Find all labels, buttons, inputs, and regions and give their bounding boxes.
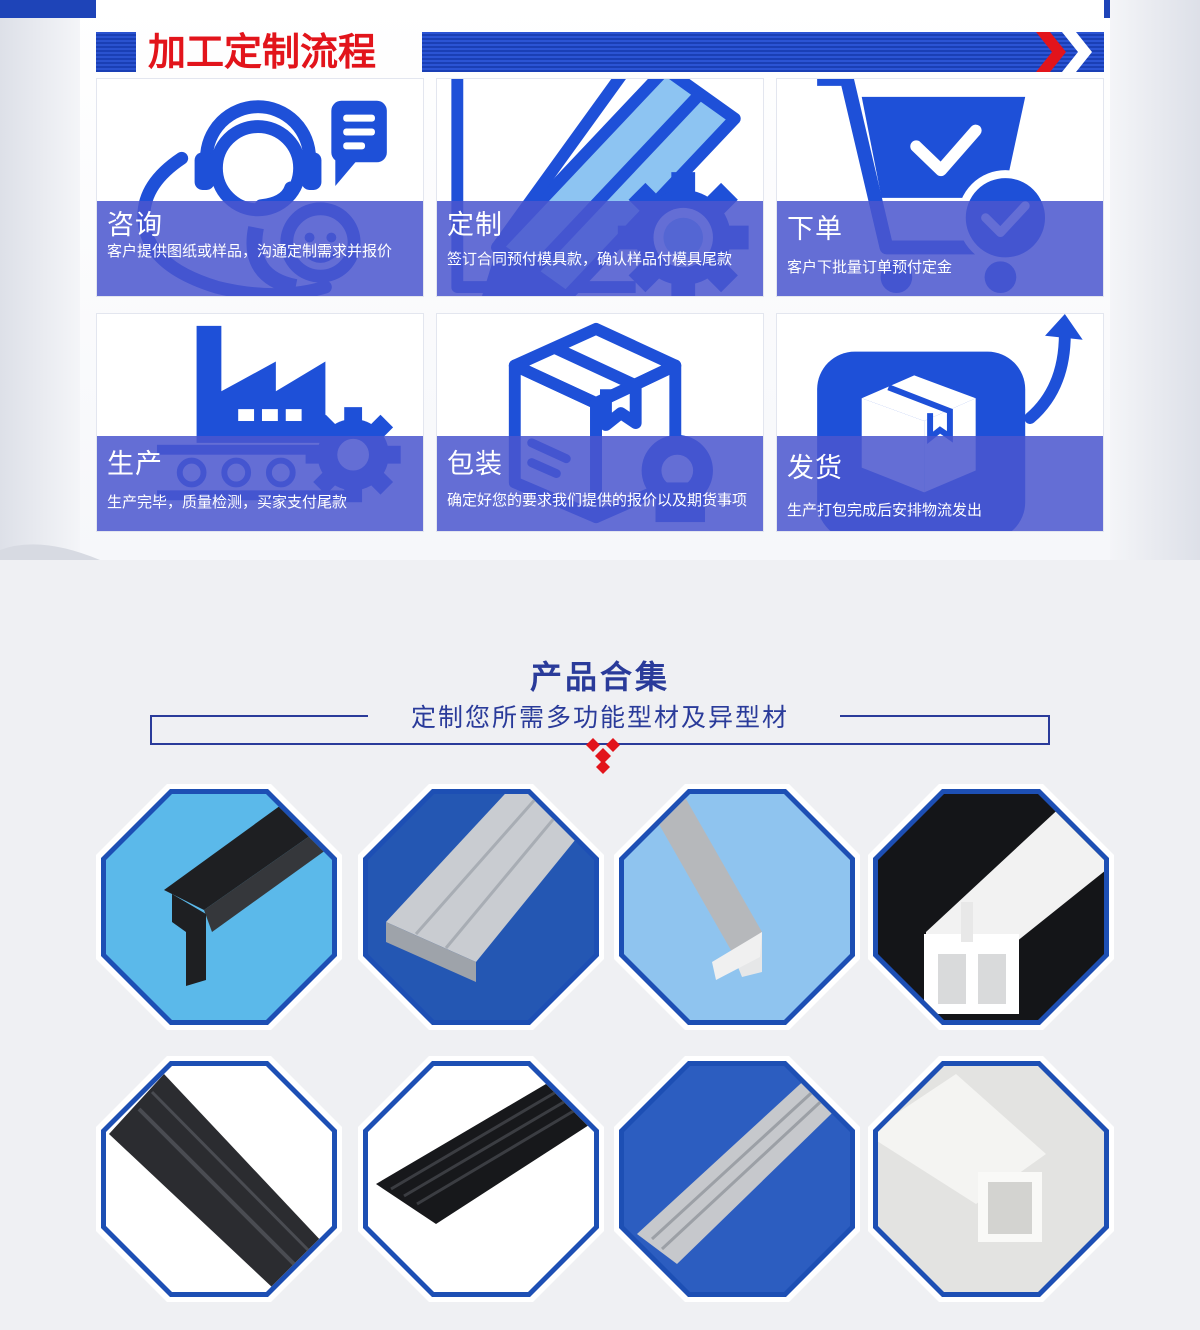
card-overlay xyxy=(437,201,763,296)
card-overlay xyxy=(97,436,423,531)
red-diamond-ornament-icon xyxy=(586,738,620,774)
product-item-gray-flat-panel[interactable] xyxy=(356,782,606,1032)
product-item-gray-ribbed-panel[interactable] xyxy=(612,1054,862,1304)
product-item-black-ribbed-strip[interactable] xyxy=(356,1054,606,1304)
process-card-ship: 发货 生产打包完成后安排物流发出 xyxy=(776,313,1104,532)
process-card-order: 下单 客户下批量订单预付定金 xyxy=(776,78,1104,297)
product-item-black-t-profile[interactable] xyxy=(94,782,344,1032)
product-image xyxy=(96,1056,342,1302)
product-image xyxy=(96,784,342,1030)
subtitle-bracket-lines xyxy=(150,715,1050,745)
process-card-pack: 包装 确定好您的要求我们提供的报价以及期货事项 xyxy=(436,313,764,532)
step-title: 包装 xyxy=(447,449,503,480)
step-description: 确定好您的要求我们提供的报价以及期货事项 xyxy=(447,491,748,509)
white-chevron-icon xyxy=(1062,32,1092,72)
product-image xyxy=(358,1056,604,1302)
step-description: 签订合同预付模具款，确认样品付模具尾款 xyxy=(447,250,733,268)
title-stripe-decoration xyxy=(422,32,1104,72)
card-overlay xyxy=(97,201,423,296)
step-title: 咨询 xyxy=(107,210,163,241)
process-title-bar: 加工定制流程 xyxy=(96,30,1104,74)
card-overlay xyxy=(777,201,1103,296)
product-image xyxy=(358,784,604,1030)
product-item-gray-j-channel[interactable] xyxy=(612,782,862,1032)
top-accent-strip xyxy=(0,0,1200,18)
step-description: 生产打包完成后安排物流发出 xyxy=(787,501,983,519)
process-card-customize: 定制 签订合同预付模具款，确认样品付模具尾款 xyxy=(436,78,764,297)
product-image xyxy=(614,784,860,1030)
step-title: 定制 xyxy=(447,210,503,241)
process-grid: 咨询 客户提供图纸或样品，沟通定制需求并报价 xyxy=(96,78,1104,532)
card-overlay xyxy=(777,436,1103,531)
process-card-consult: 咨询 客户提供图纸或样品，沟通定制需求并报价 xyxy=(96,78,424,297)
products-subtitle-frame: 定制您所需多功能型材及异型材 xyxy=(150,703,1050,745)
product-item-black-flat-strip[interactable] xyxy=(94,1054,344,1304)
process-title: 加工定制流程 xyxy=(148,30,377,74)
step-title: 发货 xyxy=(787,453,843,484)
products-grid xyxy=(94,782,1114,1312)
step-description: 客户下批量订单预付定金 xyxy=(787,258,953,276)
product-item-white-double-channel[interactable] xyxy=(866,782,1116,1032)
step-description: 生产完毕，质量检测，买家支付尾款 xyxy=(107,493,348,511)
product-item-white-square-tube[interactable] xyxy=(866,1054,1116,1304)
title-square-decoration xyxy=(96,32,136,72)
step-title: 下单 xyxy=(787,214,843,245)
step-description: 客户提供图纸或样品，沟通定制需求并报价 xyxy=(107,242,393,260)
card-overlay xyxy=(437,436,763,531)
product-image xyxy=(614,1056,860,1302)
products-subtitle: 定制您所需多功能型材及异型材 xyxy=(410,703,789,732)
products-title: 产品合集 xyxy=(529,658,670,696)
section-curve-decoration xyxy=(0,544,100,560)
product-image xyxy=(868,784,1114,1030)
red-chevron-icon xyxy=(1036,32,1066,72)
product-image xyxy=(868,1056,1114,1302)
process-card-produce: 生产 生产完毕，质量检测，买家支付尾款 xyxy=(96,313,424,532)
step-title: 生产 xyxy=(107,449,163,480)
